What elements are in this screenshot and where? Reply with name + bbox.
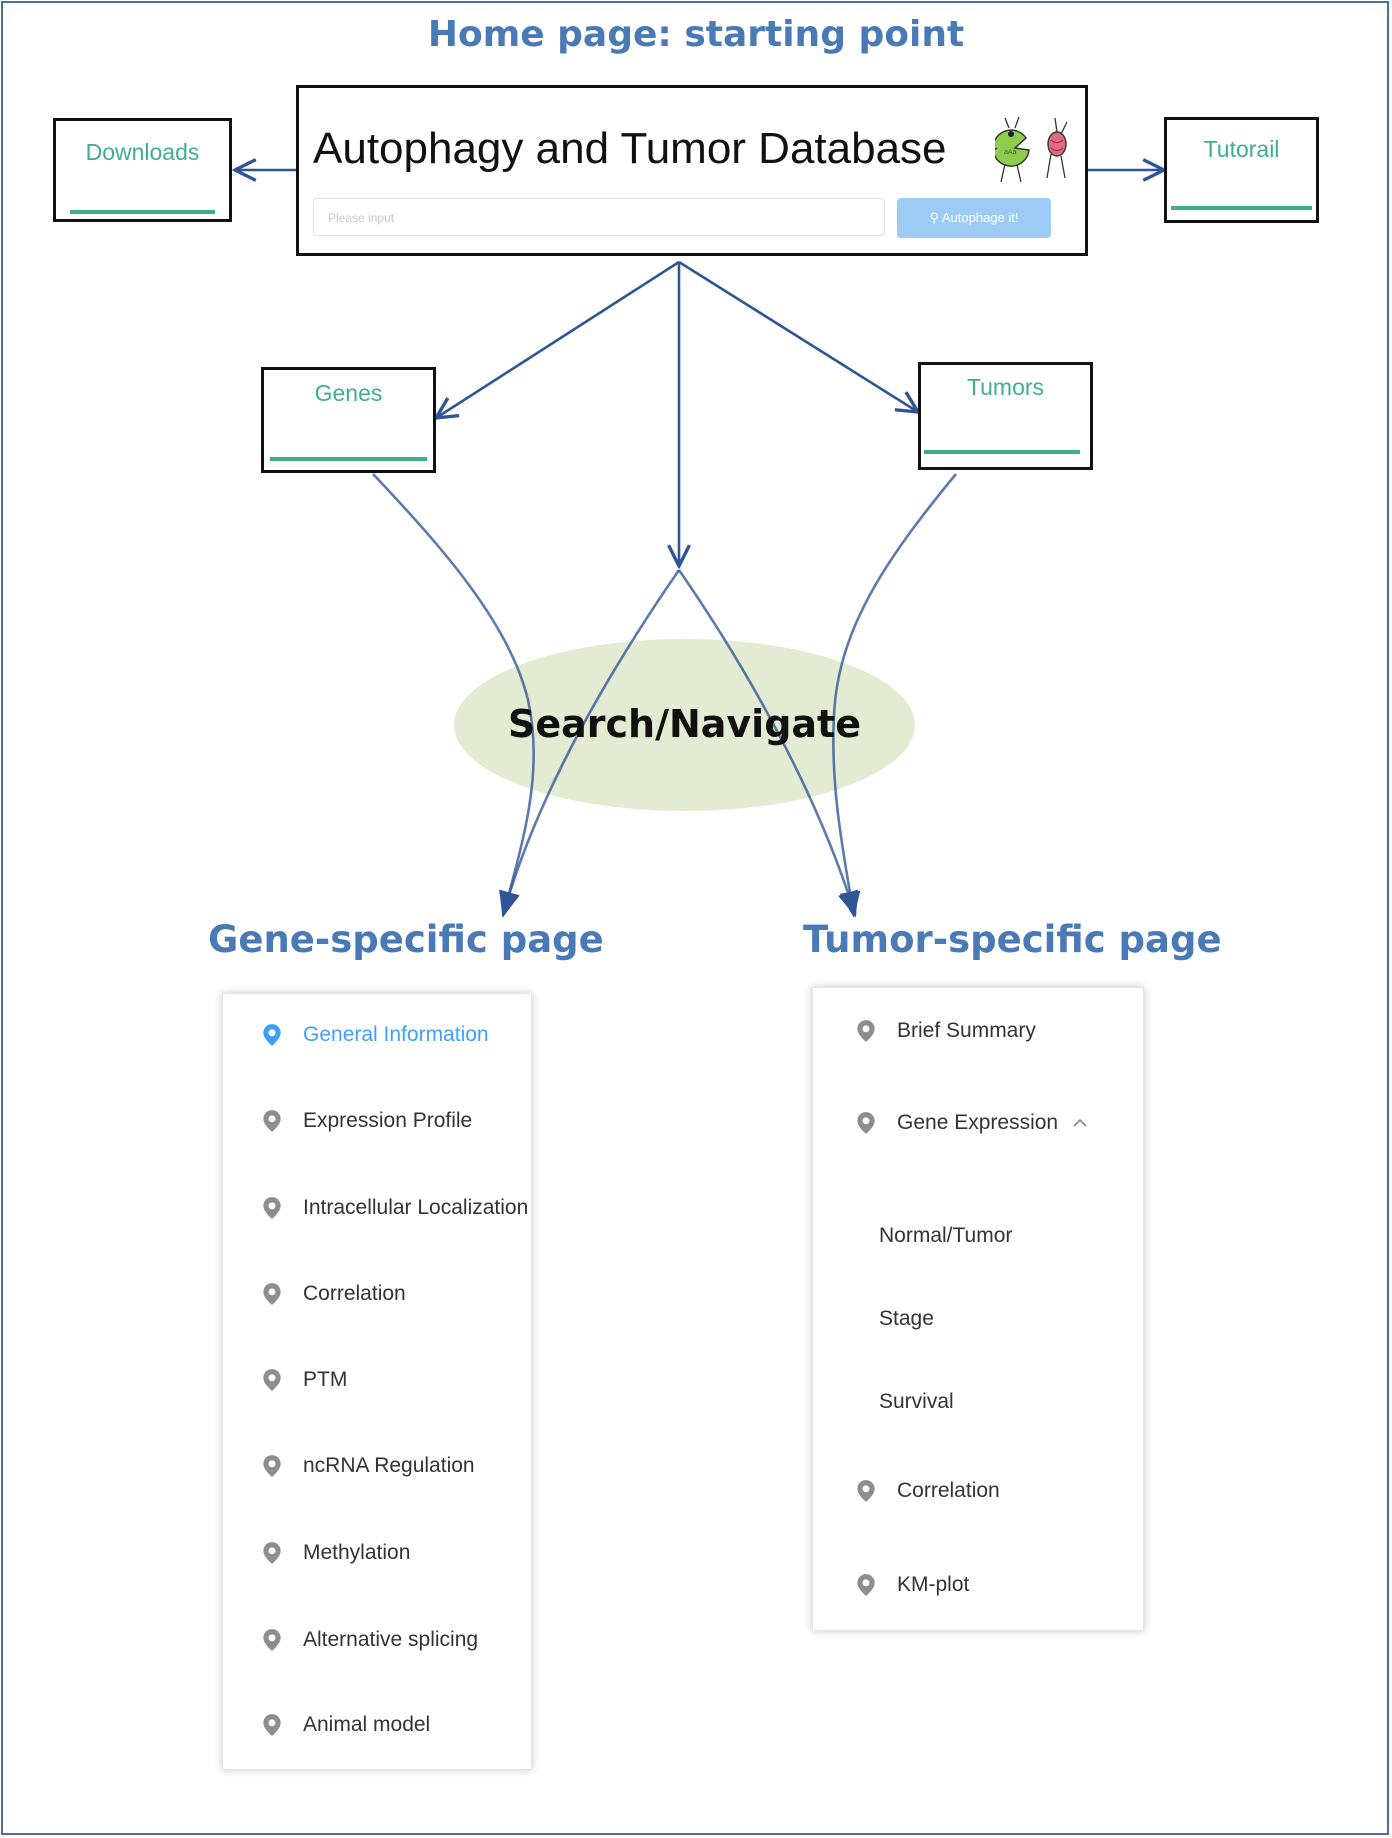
arrow-home-to-genes [436, 260, 680, 418]
tab-genes[interactable]: Genes [261, 367, 436, 473]
curve-genes-to-gene-page [372, 473, 535, 918]
tab-tutorial-underline [1171, 206, 1312, 210]
menu-item-label: Correlation [303, 1282, 406, 1305]
chevron-up-icon[interactable] [1072, 1117, 1088, 1129]
tab-tumors-underline [924, 450, 1080, 454]
menu-item-ncrna-regulation[interactable]: ncRNA Regulation [259, 1453, 475, 1479]
search-navigate-label: Search/Navigate [507, 702, 861, 746]
menu-item-label: PTM [303, 1368, 348, 1391]
menu-item-label: KM-plot [897, 1573, 970, 1596]
curve-search-to-gene-page [499, 569, 681, 918]
location-pin-icon [263, 1283, 281, 1305]
menu-item-ptm[interactable]: PTM [259, 1367, 347, 1393]
menu-item-correlation[interactable]: Correlation [853, 1478, 1000, 1504]
menu-item-intracellular-localization[interactable]: Intracellular Localization [259, 1195, 528, 1221]
menu-item-label: Methylation [303, 1541, 411, 1564]
tab-downloads[interactable]: Downloads [53, 118, 232, 222]
menu-item-label: ncRNA Regulation [303, 1454, 475, 1477]
menu-item-alternative-splicing[interactable]: Alternative splicing [259, 1627, 478, 1653]
location-pin-icon [263, 1369, 281, 1391]
menu-item-label: Expression Profile [303, 1109, 473, 1132]
location-pin-icon [263, 1542, 281, 1564]
location-pin-icon [263, 1024, 281, 1046]
menu-item-methylation[interactable]: Methylation [259, 1540, 410, 1566]
search-icon: ⚲ [929, 210, 942, 225]
search-input[interactable]: Please input [313, 198, 885, 236]
menu-item-brief-summary[interactable]: Brief Summary [853, 1018, 1036, 1044]
home-page-heading: Home page: starting point [427, 14, 965, 55]
location-pin-icon [263, 1455, 281, 1477]
location-pin-icon [857, 1112, 875, 1134]
menu-item-km-plot[interactable]: KM-plot [853, 1572, 969, 1598]
menu-item-label: Gene Expression [897, 1111, 1059, 1134]
location-pin-icon [263, 1629, 281, 1651]
location-pin-icon [857, 1480, 875, 1502]
arrow-home-to-tumors [678, 260, 918, 412]
tab-tutorial-label: Tutorail [1203, 136, 1280, 162]
menu-item-label: Correlation [897, 1479, 1000, 1502]
tab-downloads-label: Downloads [85, 139, 200, 165]
mascot-logo-icon: aAa [995, 116, 1068, 183]
search-button[interactable]: ⚲ Autophage it! [897, 198, 1051, 238]
search-navigate-ellipse [454, 639, 915, 811]
tab-genes-underline [270, 457, 427, 461]
menu-item-label: Intracellular Localization [303, 1196, 529, 1219]
tumor-page-heading: Tumor-specific page [803, 918, 1222, 961]
tab-downloads-underline [70, 210, 215, 214]
menu-item-label: Alternative splicing [303, 1628, 479, 1651]
location-pin-icon [263, 1197, 281, 1219]
submenu-item-normal-tumor[interactable]: Normal/Tumor [879, 1224, 1013, 1247]
svg-text:aAa: aAa [1004, 149, 1017, 156]
submenu-item-survival[interactable]: Survival [879, 1390, 954, 1413]
tab-genes-label: Genes [314, 380, 383, 406]
submenu-item-stage[interactable]: Stage [879, 1307, 934, 1330]
tumor-page-menu: Brief Summary Gene Expression Normal/Tum… [812, 987, 1144, 1631]
tab-tutorial[interactable]: Tutorail [1164, 117, 1319, 223]
curve-tumors-to-tumor-page [832, 473, 958, 918]
menu-item-gene-expression[interactable]: Gene Expression [853, 1110, 1088, 1136]
menu-item-expression-profile[interactable]: Expression Profile [259, 1108, 472, 1134]
tab-tumors-label: Tumors [966, 374, 1045, 400]
tab-tumors[interactable]: Tumors [918, 362, 1093, 470]
menu-item-label: Animal model [303, 1713, 431, 1736]
menu-item-correlation[interactable]: Correlation [259, 1281, 406, 1307]
menu-item-animal-model[interactable]: Animal model [259, 1712, 430, 1738]
location-pin-icon [263, 1714, 281, 1736]
search-button-label: Autophage it! [941, 210, 1019, 225]
location-pin-icon [857, 1020, 875, 1042]
menu-item-general-information[interactable]: General Information [259, 1022, 489, 1048]
menu-item-label: General Information [303, 1023, 489, 1046]
gene-page-menu: General Information Expression Profile I… [222, 993, 532, 1770]
location-pin-icon [263, 1110, 281, 1132]
location-pin-icon [857, 1574, 875, 1596]
database-title: Autophagy and Tumor Database [313, 124, 947, 173]
home-page-screenshot: Autophagy and Tumor Database aAa Please … [296, 85, 1088, 256]
menu-item-label: Brief Summary [897, 1019, 1036, 1042]
gene-page-heading: Gene-specific page [208, 918, 604, 961]
curve-search-to-tumor-page [677, 569, 858, 918]
